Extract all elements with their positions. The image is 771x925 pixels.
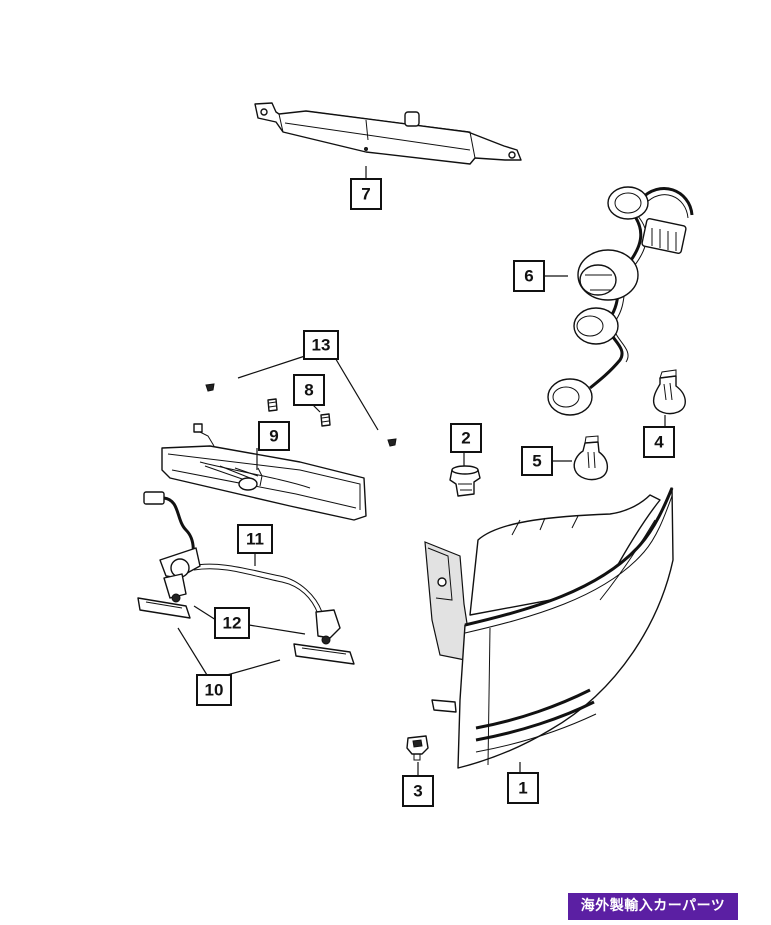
part-12-lenses: [137, 597, 355, 665]
leader-13a: [237, 355, 306, 379]
part-8-clips: [267, 398, 331, 427]
callout-6-label: 6: [524, 267, 533, 286]
callout-2: 2: [450, 423, 482, 453]
leader-12a: [193, 605, 217, 621]
leader-10a: [177, 627, 208, 676]
callout-2-label: 2: [461, 429, 470, 448]
leader-12b: [248, 624, 306, 635]
callout-13: 13: [303, 330, 339, 360]
callout-5-label: 5: [532, 452, 541, 471]
callout-3-label: 3: [413, 782, 422, 801]
callout-8: 8: [293, 374, 325, 406]
callout-4-label: 4: [654, 433, 664, 452]
part-9-trim-bar: [161, 423, 367, 521]
callout-10-label: 10: [205, 681, 224, 700]
leader-10b: [226, 659, 281, 676]
part-13-fasteners: [205, 383, 397, 447]
part-6-wiring-harness: [547, 186, 694, 416]
callout-8-label: 8: [304, 381, 313, 400]
callout-9: 9: [258, 421, 290, 451]
callout-1: 1: [507, 772, 539, 804]
part-3-screw: [406, 735, 429, 761]
callout-4: 4: [643, 426, 675, 458]
leader-13b: [333, 355, 379, 431]
part-1-tail-lamp: [424, 487, 674, 769]
callout-1-label: 1: [518, 779, 527, 798]
callout-5: 5: [521, 446, 553, 476]
watermark-badge: 海外製輸入カーパーツ: [568, 893, 738, 920]
callout-13-label: 13: [312, 336, 331, 355]
callout-12: 12: [214, 607, 250, 639]
callout-3: 3: [402, 775, 434, 807]
callout-10: 10: [196, 674, 232, 706]
callout-7-label: 7: [361, 185, 370, 204]
part-11-pigtail: [143, 491, 341, 645]
callout-9-label: 9: [269, 427, 278, 446]
part-2-socket: [449, 465, 481, 497]
callout-6: 6: [513, 260, 545, 292]
part-7-stop-lamp: [254, 102, 522, 165]
callout-7: 7: [350, 178, 382, 210]
part-4-bulb: [652, 369, 686, 415]
callout-11-label: 11: [246, 530, 264, 549]
callout-12-label: 12: [223, 614, 242, 633]
part-5-bulb: [573, 435, 609, 481]
callout-11: 11: [237, 524, 273, 554]
